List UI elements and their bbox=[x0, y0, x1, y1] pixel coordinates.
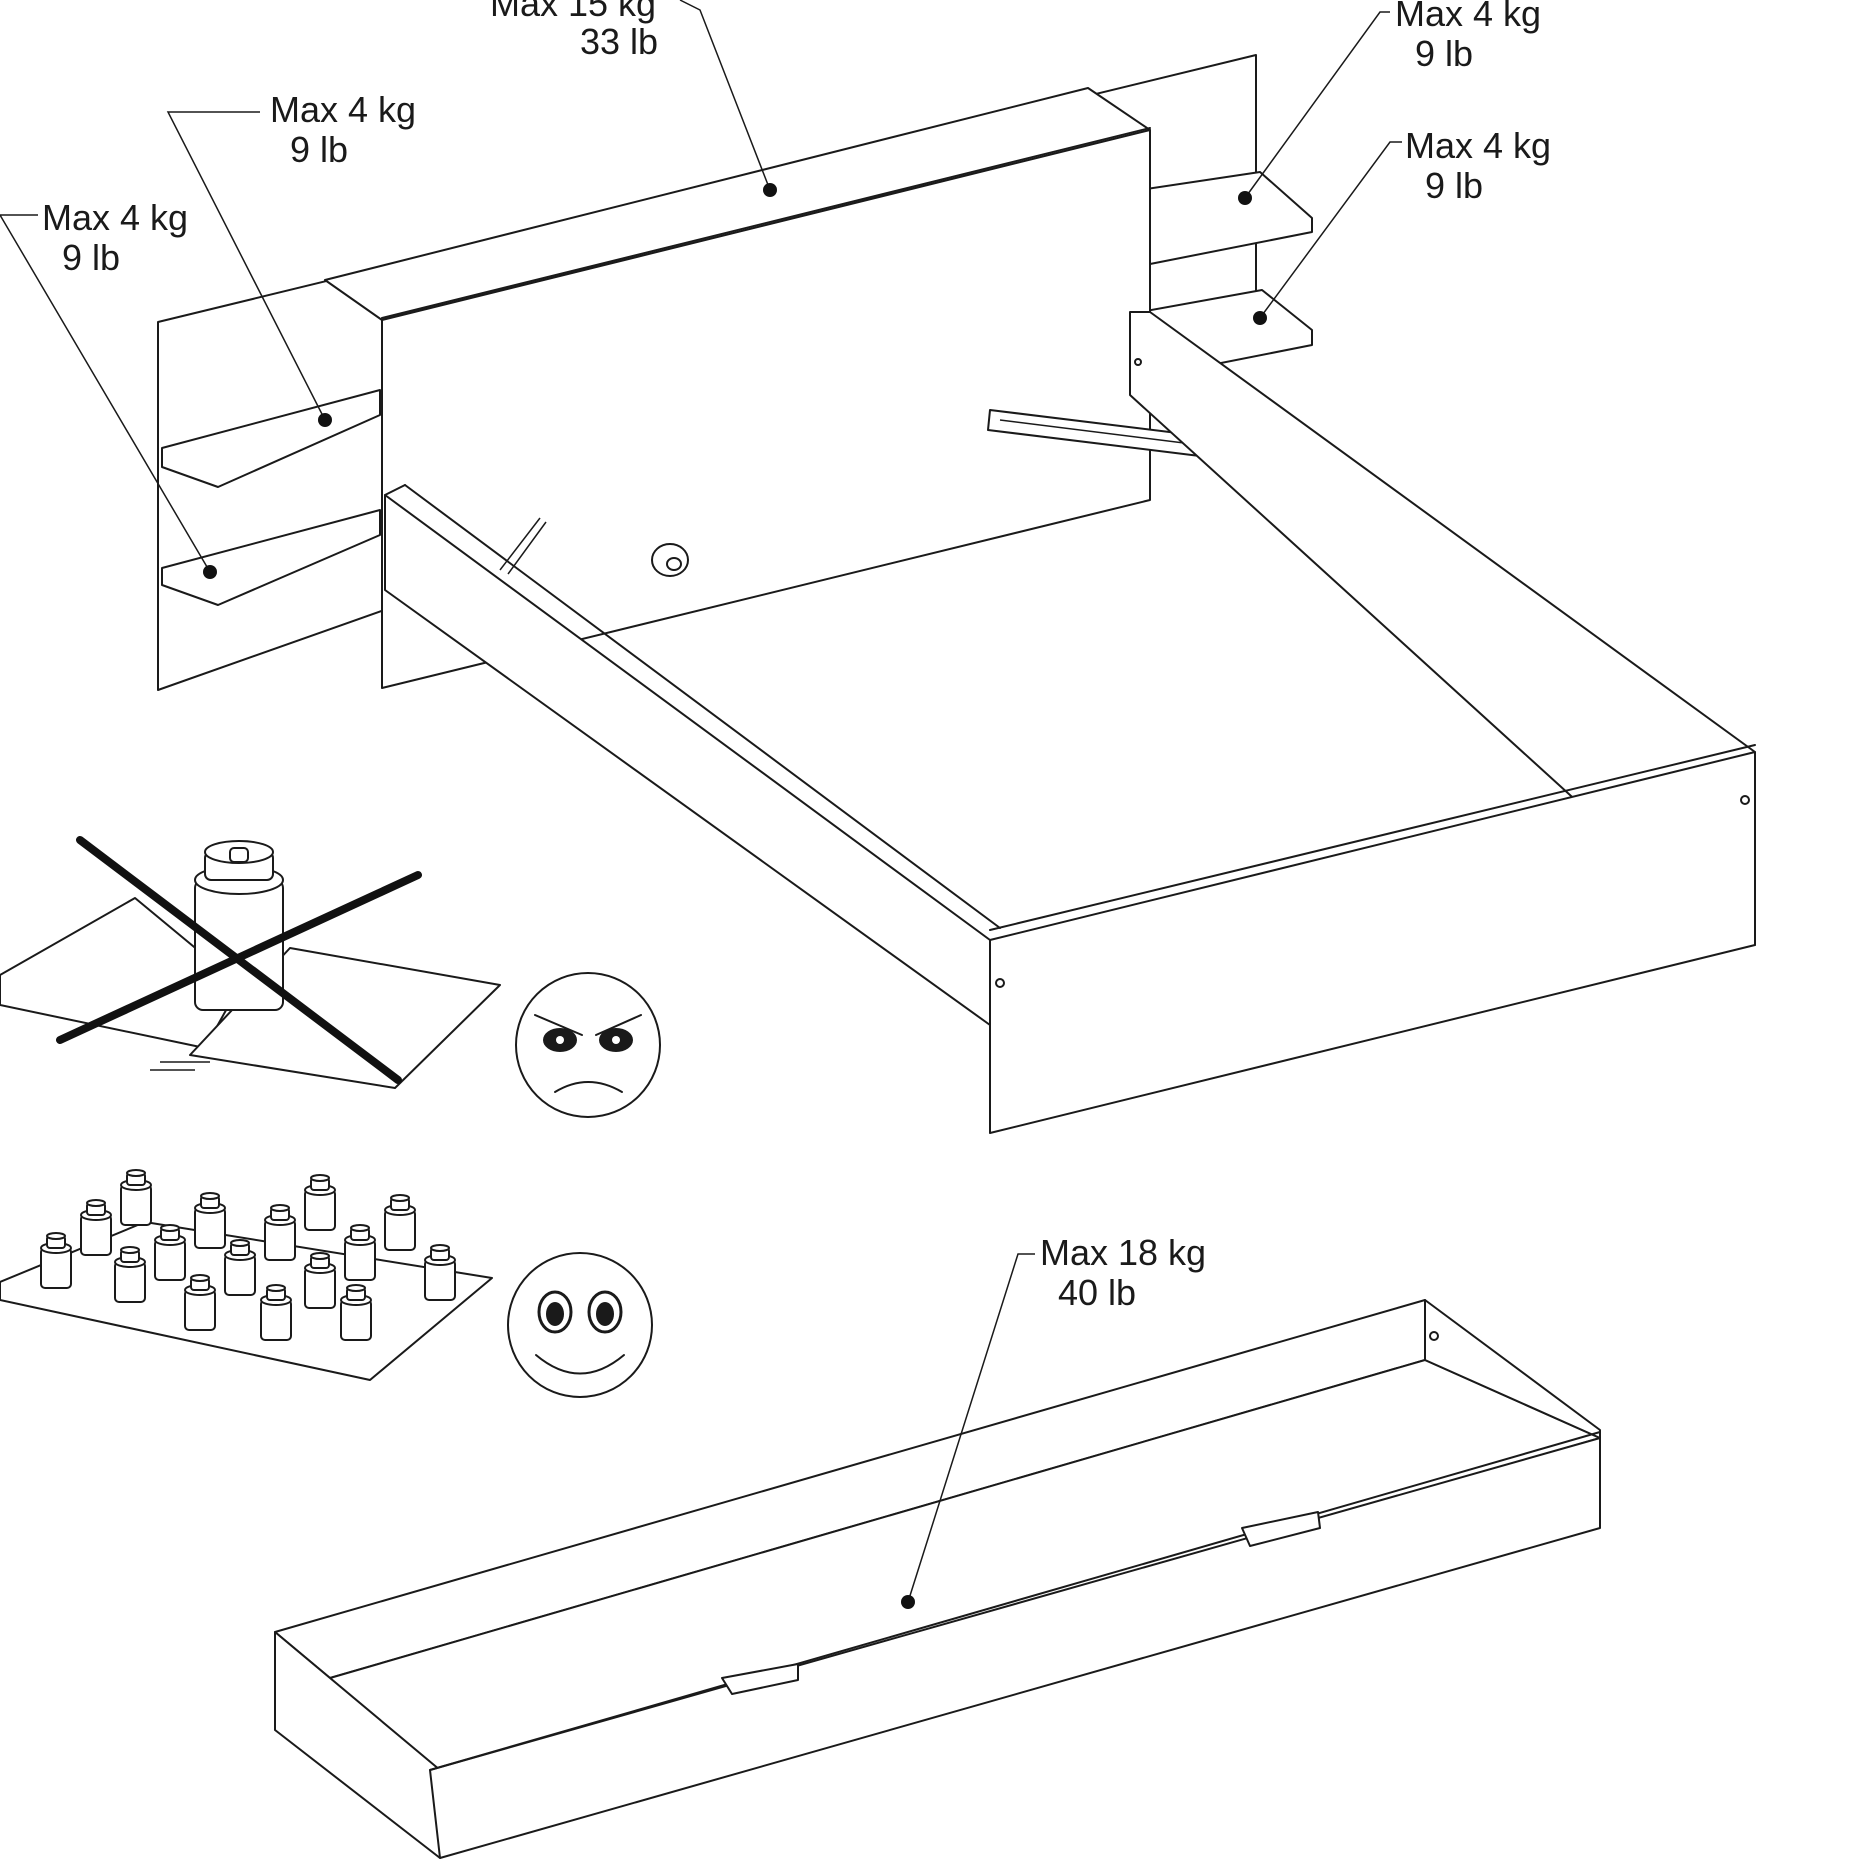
small-weight-icon bbox=[184, 1274, 216, 1331]
leader-left-shelf-lower bbox=[0, 214, 211, 573]
drawer-handle-right bbox=[1241, 1511, 1321, 1547]
label-left-shelf-upper: Max 4 kg 9 lb bbox=[270, 89, 416, 170]
small-weight-icon bbox=[264, 1204, 296, 1261]
leader-left-shelf-upper bbox=[166, 111, 326, 421]
small-weight-icon bbox=[114, 1246, 146, 1303]
small-weight-icon bbox=[154, 1224, 186, 1281]
small-weight-icon bbox=[80, 1199, 112, 1256]
small-weight-icon bbox=[340, 1284, 372, 1341]
right-loading-illustration bbox=[0, 1169, 653, 1398]
small-weight-icon bbox=[40, 1232, 72, 1289]
leader-drawer bbox=[907, 1253, 1035, 1603]
label-kg: Max 15 kg bbox=[490, 0, 656, 24]
small-weight-icon bbox=[224, 1239, 256, 1296]
bed-footboard bbox=[989, 751, 1756, 1134]
left-shelf-lower bbox=[161, 509, 381, 606]
label-lb: 40 lb bbox=[1058, 1272, 1136, 1313]
label-lb: 33 lb bbox=[580, 21, 658, 62]
small-weight-icon bbox=[384, 1194, 416, 1251]
leader-right-shelf-upper bbox=[1244, 11, 1390, 199]
leader-lines bbox=[0, 0, 1402, 1609]
label-right-shelf-lower: Max 4 kg 9 lb bbox=[1405, 125, 1551, 206]
label-kg: Max 4 kg bbox=[42, 197, 188, 238]
drawer-illustration bbox=[274, 1299, 1601, 1859]
bed-illustration bbox=[157, 54, 1756, 1134]
label-right-shelf-upper: Max 4 kg 9 lb bbox=[1395, 0, 1541, 74]
label-kg: Max 18 kg bbox=[1040, 1232, 1206, 1273]
label-drawer: Max 18 kg 40 lb bbox=[1040, 1232, 1206, 1313]
leader-right-shelf-lower bbox=[1259, 141, 1402, 319]
small-weight-icon bbox=[260, 1284, 292, 1341]
drawer-handle-left bbox=[721, 1663, 799, 1695]
wrong-loading-illustration bbox=[0, 836, 661, 1118]
small-weight-icon bbox=[120, 1169, 152, 1226]
label-lb: 9 lb bbox=[1415, 33, 1473, 74]
small-weight-icon bbox=[304, 1252, 336, 1309]
happy-face-icon bbox=[507, 1252, 653, 1398]
cross-out-icon bbox=[56, 836, 422, 1084]
label-headboard-top: Max 15 kg 33 lb bbox=[490, 0, 658, 62]
small-weight-icon bbox=[344, 1224, 376, 1281]
small-weight-icon bbox=[424, 1244, 456, 1301]
label-kg: Max 4 kg bbox=[1395, 0, 1541, 34]
label-lb: 9 lb bbox=[290, 129, 348, 170]
label-kg: Max 4 kg bbox=[270, 89, 416, 130]
headboard-front bbox=[381, 129, 1151, 689]
label-left-shelf-lower: Max 4 kg 9 lb bbox=[42, 197, 188, 278]
small-weight-icon bbox=[194, 1192, 226, 1249]
label-lb: 9 lb bbox=[1425, 165, 1483, 206]
leader-headboard-top bbox=[679, 0, 771, 191]
angry-face-icon bbox=[515, 972, 661, 1118]
drawer-front bbox=[429, 1437, 1601, 1859]
label-kg: Max 4 kg bbox=[1405, 125, 1551, 166]
small-weight-icon bbox=[304, 1174, 336, 1231]
label-lb: 9 lb bbox=[62, 237, 120, 278]
knob-icon bbox=[651, 543, 689, 577]
distributed-weights-icon bbox=[0, 1169, 493, 1381]
